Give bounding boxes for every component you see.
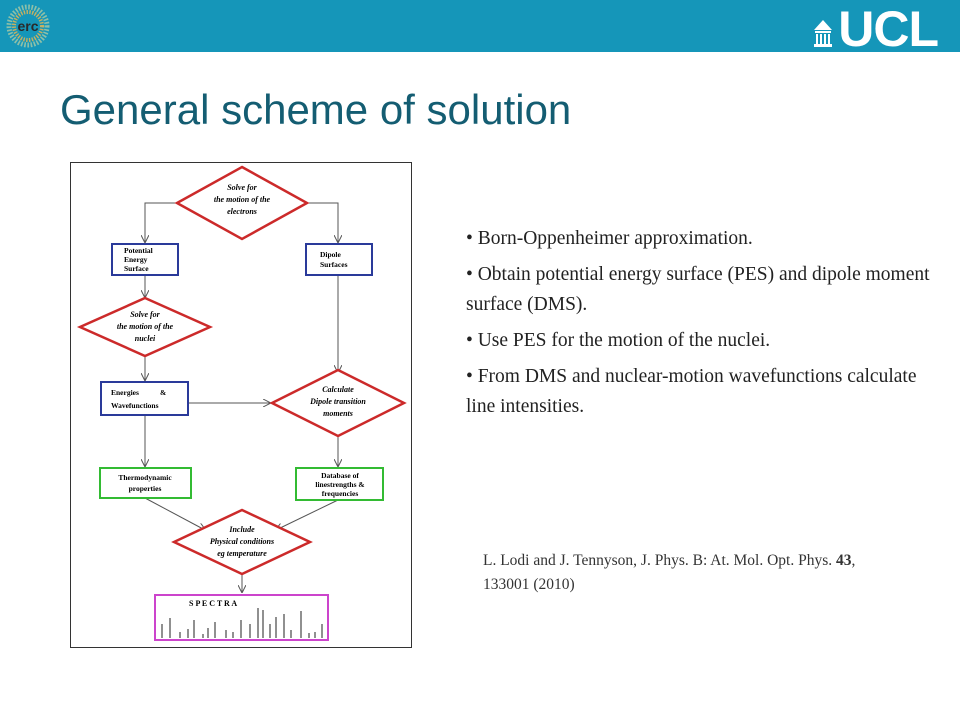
dipole-surfaces-line-2: Surfaces (320, 260, 348, 269)
solve-electrons-line-2: the motion of the (214, 195, 271, 204)
database-box: Database of linestrengths & frequencies (295, 467, 384, 501)
energies-line-1: Energies (111, 388, 139, 397)
include-line-1: Include (228, 525, 255, 534)
bullet-item: • Use PES for the motion of the nuclei. (466, 330, 771, 351)
spectra-box: S P E C T R A (154, 594, 329, 641)
flowchart-connectors (145, 202, 338, 592)
bullet-list: • Born-Oppenheimer approximation. • Obta… (466, 224, 936, 428)
reference-citation: L. Lodi and J. Tennyson, J. Phys. B: At.… (483, 549, 863, 597)
calculate-dipole-line-3: moments (323, 409, 353, 418)
pes-box: Potential Energy Surface (111, 243, 179, 276)
energies-line-2: Wavefunctions (111, 401, 159, 410)
reference-volume: 43 (836, 552, 852, 569)
erc-logo-icon: erc (6, 4, 50, 48)
bullet-text: Obtain potential energy surface (PES) an… (466, 264, 930, 315)
calculate-dipole-line-1: Calculate (322, 385, 354, 394)
thermodynamic-line-2: properties (129, 484, 162, 493)
erc-logo-text: erc (17, 18, 38, 34)
pes-line-3: Surface (124, 264, 149, 273)
solve-electrons-line-3: electrons (227, 207, 257, 216)
pes-line-2: Energy (124, 255, 148, 264)
database-line-1: Database of (321, 471, 359, 480)
energies-box: Energies & Wavefunctions (100, 381, 189, 416)
solve-electrons-line-1: Solve for (227, 183, 257, 192)
slide-title: General scheme of solution (60, 86, 572, 133)
thermodynamic-line-1: Thermodynamic (118, 473, 172, 482)
include-conditions-diamond: Include Physical conditions eg temperatu… (171, 508, 313, 576)
bullet-text: From DMS and nuclear-motion wavefunction… (466, 366, 917, 417)
solve-nuclei-line-1: Solve for (130, 310, 160, 319)
bullet-item: • Born-Oppenheimer approximation. (466, 228, 753, 249)
energies-ampersand: & (160, 388, 166, 397)
include-line-3: eg temperature (217, 549, 267, 558)
bullet-item: • Obtain potential energy surface (PES) … (466, 264, 930, 315)
include-line-2: Physical conditions (210, 537, 274, 546)
calculate-dipole-line-2: Dipole transition (309, 397, 366, 406)
solve-nuclei-line-2: the motion of the (117, 322, 174, 331)
calculate-dipole-diamond: Calculate Dipole transition moments (269, 368, 407, 438)
header-bar: erc UCL (0, 0, 960, 57)
database-line-3: frequencies (322, 489, 359, 498)
spectra-label: S P E C T R A (189, 599, 237, 608)
database-line-2: linestrengths & (315, 480, 364, 489)
bullet-text: Born-Oppenheimer approximation. (477, 228, 753, 249)
ucl-logo: UCL (812, 1, 939, 57)
reference-prefix: L. Lodi and J. Tennyson, J. Phys. B: At.… (483, 552, 837, 569)
ucl-portico-icon (814, 20, 833, 47)
bullet-item: • From DMS and nuclear-motion wavefuncti… (466, 366, 917, 417)
dipole-surfaces-line-1: Dipole (320, 250, 342, 259)
ucl-logo-text: UCL (838, 1, 939, 57)
spectra-lines (161, 608, 323, 638)
reference-suffix: , 133001 (2010) (483, 552, 856, 593)
dipole-surfaces-box: Dipole Surfaces (305, 243, 373, 276)
solve-nuclei-diamond: Solve for the motion of the nuclei (76, 296, 214, 358)
solve-electrons-diamond: Solve for the motion of the electrons (174, 165, 310, 241)
flowchart: Solve for the motion of the electrons Po… (70, 162, 412, 648)
solve-nuclei-line-3: nuclei (135, 334, 156, 343)
pes-line-1: Potential (124, 246, 153, 255)
bullet-text: Use PES for the motion of the nuclei. (477, 330, 771, 351)
thermodynamic-box: Thermodynamic properties (99, 467, 192, 499)
